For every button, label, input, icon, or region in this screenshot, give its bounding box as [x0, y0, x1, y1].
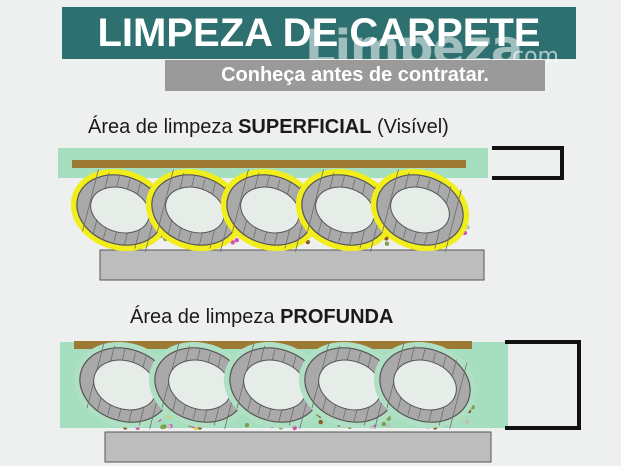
dirt-particle — [386, 423, 391, 428]
carpet-fiber-loop — [145, 168, 245, 252]
fiber-inner — [165, 186, 225, 234]
carpet-fiber-loop — [70, 168, 170, 252]
fiber-inner — [390, 186, 450, 234]
depth-bracket — [492, 146, 564, 180]
title-banner: LIMPEZA DE CARPETE — [62, 7, 576, 59]
diagram-superficial — [58, 146, 564, 281]
fiber-inner — [393, 359, 457, 411]
carpet-fiber-loop — [73, 341, 177, 429]
fiber-inner — [90, 186, 150, 234]
caption-suffix: (Visível) — [371, 116, 449, 138]
fiber-stripe — [449, 362, 468, 429]
dirt-particle — [234, 238, 239, 243]
fiber-stripe — [382, 169, 399, 232]
carpet-fiber-loop — [298, 341, 402, 429]
carpet-fiber-loop — [370, 168, 470, 252]
caption-superficial: Área de limpeza SUPERFICIAL (Visível) — [88, 116, 449, 139]
fiber-inner — [240, 186, 300, 234]
caption-profunda: Área de limpeza PROFUNDA — [130, 306, 393, 329]
dirt-particle — [162, 424, 167, 429]
carpet-fiber-loop — [148, 341, 252, 429]
dirt-particle — [381, 421, 386, 427]
dirt-particle — [464, 419, 470, 424]
caption-emphasis: PROFUNDA — [280, 306, 394, 328]
carpet-base — [104, 431, 492, 463]
dirt-particle — [384, 241, 390, 246]
carpet-fiber-loop — [295, 168, 395, 252]
dirt-particle — [230, 240, 235, 245]
fiber-stripe — [232, 169, 249, 232]
caption-emphasis: SUPERFICIAL — [238, 116, 372, 138]
page-title: LIMPEZA DE CARPETE — [97, 11, 541, 55]
dirt-particle — [318, 419, 323, 425]
carpet-backing-strip — [72, 160, 466, 168]
dirt-particle — [292, 425, 297, 431]
fiber-stripe — [82, 169, 99, 232]
fiber-stripe — [444, 189, 462, 252]
caption-prefix: Área de limpeza — [88, 116, 239, 138]
dirt-particle — [166, 424, 172, 429]
carpet-fiber-loop — [220, 168, 320, 252]
page-subtitle: Conheça antes de contratar. — [221, 64, 489, 86]
fiber-stripe — [157, 169, 174, 232]
carpet-fiber-loop — [223, 341, 327, 429]
fiber-inner — [315, 186, 375, 234]
carpet-base — [99, 249, 485, 281]
subtitle-banner: Conheça antes de contratar. — [165, 60, 545, 91]
dirt-particle — [244, 423, 250, 428]
fiber-stripe — [307, 169, 324, 232]
diagram-profunda — [60, 340, 581, 463]
depth-bracket — [505, 340, 581, 430]
carpet-fiber-loop — [373, 341, 477, 429]
caption-prefix: Área de limpeza — [130, 306, 281, 328]
